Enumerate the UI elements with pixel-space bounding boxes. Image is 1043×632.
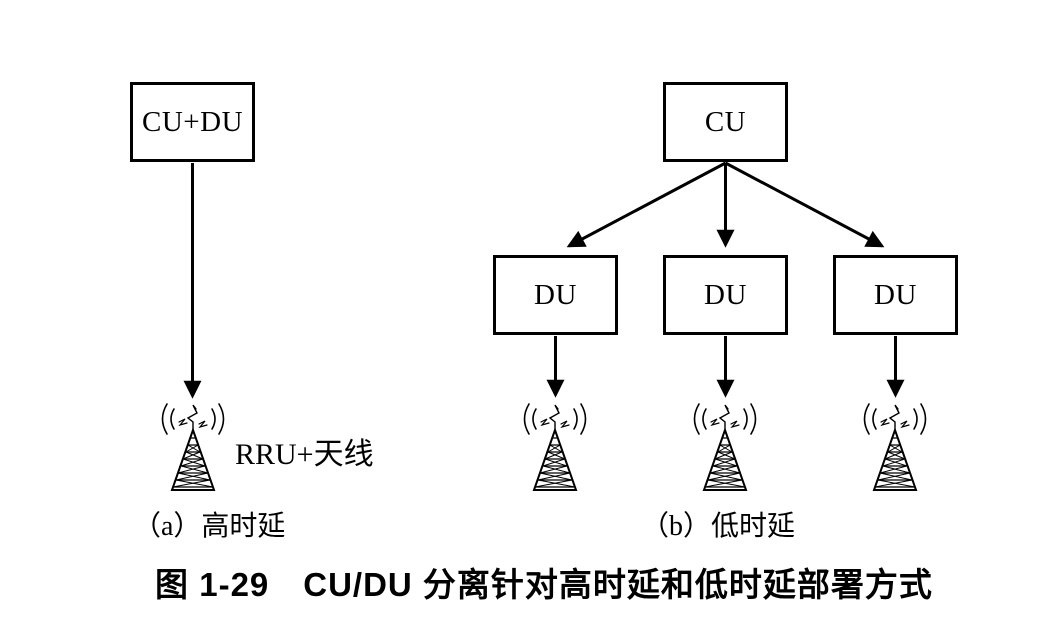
antenna-icon bbox=[523, 403, 587, 491]
figure-title: 图 1-29 CU/DU 分离针对高时延和低时延部署方式 bbox=[155, 566, 933, 603]
antenna-icon bbox=[693, 403, 757, 491]
caption-panel-b: （b）低时延 bbox=[641, 511, 796, 542]
node-du-1: DU bbox=[493, 255, 618, 335]
node-cu-du: CU+DU bbox=[130, 82, 255, 162]
arrow-cu-to-du-3 bbox=[724, 161, 885, 248]
antenna-icon bbox=[161, 403, 225, 491]
caption-panel-a: （a）高时延 bbox=[133, 511, 286, 542]
node-cu: CU bbox=[663, 82, 788, 162]
rru-antenna-label: RRU+天线 bbox=[235, 438, 374, 471]
antenna-icon bbox=[863, 403, 927, 491]
node-du-3: DU bbox=[833, 255, 958, 335]
arrow-cu-to-du-1 bbox=[566, 161, 727, 248]
node-du-2: DU bbox=[663, 255, 788, 335]
